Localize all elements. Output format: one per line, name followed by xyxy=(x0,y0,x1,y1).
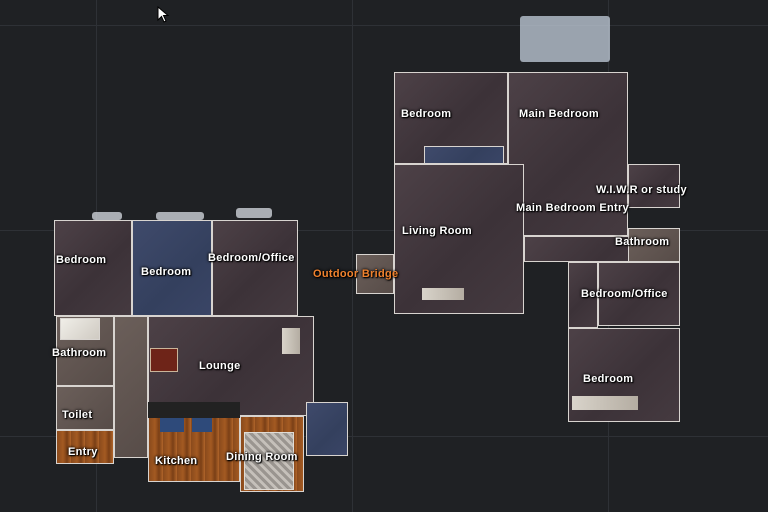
wardrobe xyxy=(424,146,504,164)
room-label[interactable]: W.I.W.R or study xyxy=(596,184,687,196)
room-label[interactable]: Toilet xyxy=(62,409,93,421)
room-label[interactable]: Dining Room xyxy=(226,451,298,463)
room-label[interactable]: Bedroom/Office xyxy=(581,288,668,300)
room-bathroom-right[interactable] xyxy=(628,228,680,262)
bathroom-vanity xyxy=(60,318,100,340)
kitchen-stool xyxy=(192,418,212,432)
lounge-chair xyxy=(150,348,178,372)
kitchen-stool xyxy=(160,418,184,432)
room-entry[interactable] xyxy=(56,430,114,464)
room-bedroom-office-right[interactable] xyxy=(598,262,680,326)
balcony-scan xyxy=(520,16,610,62)
room-hallway[interactable] xyxy=(114,316,148,458)
room-toilet[interactable] xyxy=(56,386,114,430)
scan-fringe xyxy=(236,208,272,218)
room-label[interactable]: Bedroom xyxy=(583,373,634,385)
room-label[interactable]: Bathroom xyxy=(615,236,670,248)
room-label[interactable]: Bedroom/Office xyxy=(208,252,295,264)
room-label[interactable]: Bedroom xyxy=(401,108,452,120)
room-bedroom-office-left[interactable] xyxy=(212,220,298,316)
room-bedroom-left-2[interactable] xyxy=(132,220,212,316)
lounge-window xyxy=(282,328,300,354)
scan-fringe xyxy=(92,212,122,220)
grid-line xyxy=(0,436,768,437)
room-main-bedroom[interactable] xyxy=(508,72,628,236)
room-bedroom-left-1[interactable] xyxy=(54,220,132,316)
outdoor-bridge[interactable] xyxy=(356,254,394,294)
grid-line xyxy=(0,230,768,231)
bedroom-window xyxy=(572,396,638,410)
room-label[interactable]: Main Bedroom xyxy=(519,108,599,120)
mouse-pointer-icon xyxy=(157,6,170,23)
grid-line xyxy=(352,0,353,512)
living-room-window xyxy=(422,288,464,300)
room-label[interactable]: Lounge xyxy=(199,360,241,372)
scan-fringe xyxy=(156,212,204,220)
room-label[interactable]: Living Room xyxy=(402,225,472,237)
room-label[interactable]: Entry xyxy=(68,446,98,458)
room-annex[interactable] xyxy=(306,402,348,456)
grid-line xyxy=(0,25,768,26)
room-label[interactable]: Bedroom xyxy=(56,254,107,266)
room-wiwr[interactable] xyxy=(628,164,680,208)
room-label[interactable]: Bedroom xyxy=(141,266,192,278)
dining-rug xyxy=(244,432,294,490)
room-label[interactable]: Outdoor Bridge xyxy=(313,268,399,280)
hallway-right-lower[interactable] xyxy=(568,262,598,328)
kitchen-counter xyxy=(148,402,240,418)
room-label[interactable]: Bathroom xyxy=(52,347,107,359)
room-label[interactable]: Kitchen xyxy=(155,455,198,467)
room-label[interactable]: Main Bedroom Entry xyxy=(516,202,629,214)
